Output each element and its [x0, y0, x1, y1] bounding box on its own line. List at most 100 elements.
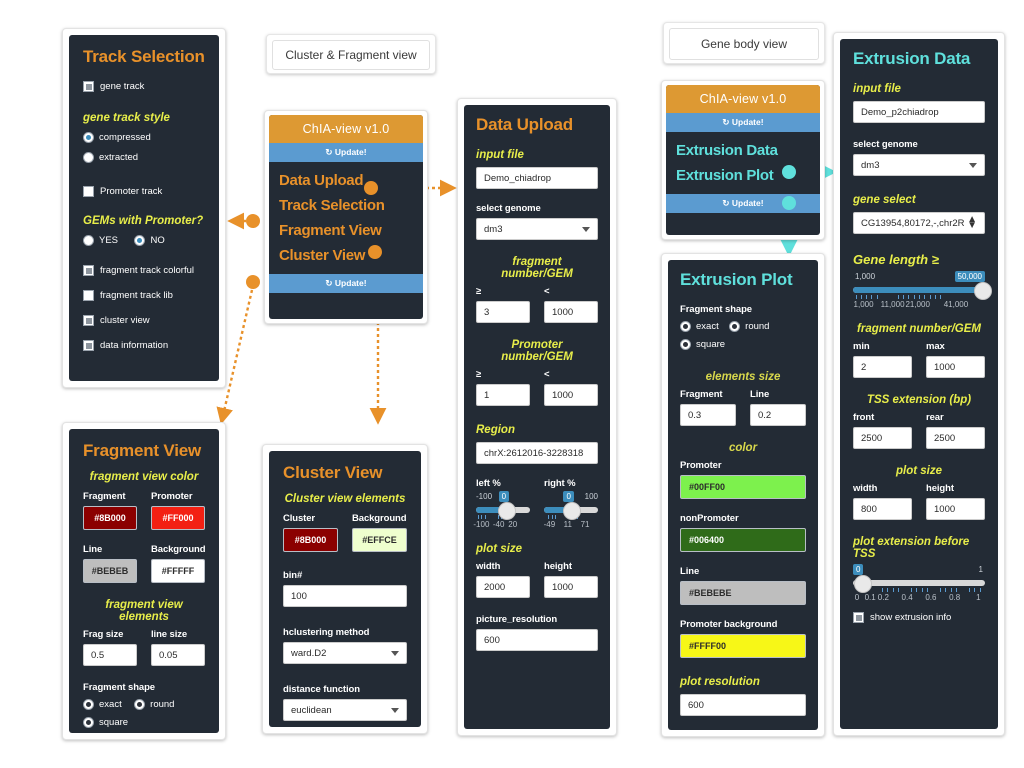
nav-item-extrusion-data[interactable]: Extrusion Data	[676, 142, 778, 159]
picture-resolution-input[interactable]: 600	[476, 629, 598, 651]
plot-resolution-input[interactable]: 600	[680, 694, 806, 716]
checkbox-label: data information	[100, 340, 169, 351]
fragment-max-input[interactable]: 1000	[926, 356, 985, 378]
input-file-field[interactable]: Demo_p2chiadrop	[853, 101, 985, 123]
bin-input[interactable]: 100	[283, 585, 407, 607]
radio-square[interactable]: square	[83, 717, 128, 728]
tss-rear-input[interactable]: 2500	[926, 427, 985, 449]
hclustering-select[interactable]: ward.D2	[283, 642, 407, 664]
gene-length-slider[interactable]: 1,000 50,000 1,000 11,000 21,000 41,000	[853, 271, 993, 309]
update-button-top[interactable]: ↻ Update!	[269, 143, 423, 162]
radio-icon[interactable]	[83, 235, 94, 246]
checkbox-fragment-track-colorful[interactable]: fragment track colorful	[83, 265, 205, 276]
color-swatch[interactable]: #8B000	[283, 528, 338, 552]
color-label-promoter-background: Promoter background	[680, 619, 778, 630]
radio-icon[interactable]	[83, 699, 94, 710]
color-swatch[interactable]: #EFFCE	[352, 528, 407, 552]
input-file-field[interactable]: Demo_chiadrop	[476, 167, 598, 189]
radio-round[interactable]: round	[729, 321, 769, 332]
nav-brand: ChIA-view v1.0	[269, 115, 423, 143]
slider-knob[interactable]	[854, 575, 873, 593]
promoter-min-input[interactable]: 1	[476, 384, 530, 406]
checkbox-show-extrusion-info[interactable]: show extrusion info	[853, 612, 985, 623]
checkbox-promoter-track[interactable]: Promoter track	[83, 186, 205, 197]
fragment-min-input[interactable]: 3	[476, 301, 530, 323]
field-fragment-min: min 2	[853, 341, 912, 378]
left-pct-slider[interactable]: -100 0 -100 -40 20	[473, 491, 530, 529]
radio-icon[interactable]	[83, 717, 94, 728]
stepper-icon[interactable]: ▲▼	[967, 214, 977, 231]
color-swatch-nonpromoter[interactable]: #006400	[680, 528, 806, 552]
fragment-max-input[interactable]: 1000	[544, 301, 598, 323]
plot-width-input[interactable]: 2000	[476, 576, 530, 598]
color-swatch-line[interactable]: #BEBEBE	[680, 581, 806, 605]
radio-label: NO	[150, 235, 165, 246]
checkbox-data-information[interactable]: data information	[83, 340, 205, 351]
checkbox-icon[interactable]	[83, 81, 94, 92]
nav-item-track-selection[interactable]: Track Selection	[279, 197, 385, 214]
distance-select[interactable]: euclidean	[283, 699, 407, 721]
tab-cluster-fragment-view[interactable]: Cluster & Fragment view	[266, 34, 436, 74]
promoter-max-input[interactable]: 1000	[544, 384, 598, 406]
color-swatch[interactable]: #FFFFF	[151, 559, 205, 583]
radio-icon[interactable]	[680, 321, 691, 332]
radio-icon[interactable]	[134, 235, 146, 246]
radio-icon[interactable]	[83, 152, 94, 163]
color-swatch[interactable]: #8B000	[83, 506, 137, 530]
slider-knob[interactable]	[498, 502, 517, 520]
radio-exact[interactable]: exact	[680, 321, 719, 332]
update-button-bottom[interactable]: ↻ Update!	[269, 274, 423, 293]
checkbox-icon[interactable]	[83, 186, 94, 197]
checkbox-icon[interactable]	[83, 340, 94, 351]
checkbox-icon[interactable]	[83, 290, 94, 301]
nav-item-cluster-view[interactable]: Cluster View	[279, 247, 366, 264]
update-button-bottom[interactable]: ↻ Update!	[666, 194, 820, 213]
checkbox-fragment-track-lib[interactable]: fragment track lib	[83, 290, 205, 301]
region-input[interactable]: chrX:2612016-3228318	[476, 442, 598, 464]
nav-item-extrusion-plot[interactable]: Extrusion Plot	[676, 167, 774, 184]
fragment-min-input[interactable]: 2	[853, 356, 912, 378]
slider-knob[interactable]	[974, 282, 993, 300]
color-swatch-promoter[interactable]: #00FF00	[680, 475, 806, 499]
color-swatch-promoter-background[interactable]: #FFFF00	[680, 634, 806, 658]
select-genome-select[interactable]: dm3	[476, 218, 598, 240]
tab-gene-body-view[interactable]: Gene body view	[663, 22, 825, 64]
radio-no[interactable]: NO	[134, 235, 165, 246]
line-size-input[interactable]: 0.05	[151, 644, 205, 666]
color-field-background: Background #EFFCE	[352, 513, 407, 552]
radio-icon[interactable]	[680, 339, 691, 350]
radio-compressed[interactable]: compressed	[83, 130, 205, 148]
fragment-size-input[interactable]: 0.3	[680, 404, 736, 426]
slider-knob[interactable]	[563, 502, 582, 520]
plot-height-input[interactable]: 1000	[926, 498, 985, 520]
nav-item-fragment-view[interactable]: Fragment View	[279, 222, 382, 239]
nav-item-data-upload[interactable]: Data Upload	[279, 172, 364, 189]
distance-value: euclidean	[291, 705, 332, 716]
checkbox-icon[interactable]	[83, 265, 94, 276]
select-genome-select[interactable]: dm3	[853, 154, 985, 176]
plot-width-input[interactable]: 800	[853, 498, 912, 520]
checkbox-icon[interactable]	[83, 315, 94, 326]
radio-exact[interactable]: exact	[83, 699, 122, 710]
right-pct-slider[interactable]: 0 100 -49 11 71	[543, 491, 598, 529]
color-swatch[interactable]: #BEBEB	[83, 559, 137, 583]
checkbox-gene-track[interactable]: gene track	[83, 81, 205, 92]
frag-size-input[interactable]: 0.5	[83, 644, 137, 666]
checkbox-cluster-view[interactable]: cluster view	[83, 315, 205, 326]
plot-extension-slider[interactable]: 0 1 0 0.1 0.2 0.4 0.6 0.8 1	[853, 564, 985, 602]
color-swatch[interactable]: #FF000	[151, 506, 205, 530]
plot-height-input[interactable]: 1000	[544, 576, 598, 598]
tss-front-input[interactable]: 2500	[853, 427, 912, 449]
checkbox-icon[interactable]	[853, 612, 864, 623]
line-size-input[interactable]: 0.2	[750, 404, 806, 426]
radio-icon[interactable]	[134, 699, 146, 710]
radio-extracted[interactable]: extracted	[83, 150, 205, 168]
gene-select-field[interactable]: CG13954,80172,-,chr2R ▲▼	[853, 212, 985, 234]
update-button-top[interactable]: ↻ Update!	[666, 113, 820, 132]
color-field-background: Background #FFFFF	[151, 544, 206, 583]
radio-round[interactable]: round	[134, 699, 174, 710]
radio-square[interactable]: square	[680, 339, 725, 350]
radio-icon[interactable]	[729, 321, 741, 332]
radio-icon[interactable]	[83, 132, 94, 143]
radio-yes[interactable]: YES	[83, 235, 118, 246]
